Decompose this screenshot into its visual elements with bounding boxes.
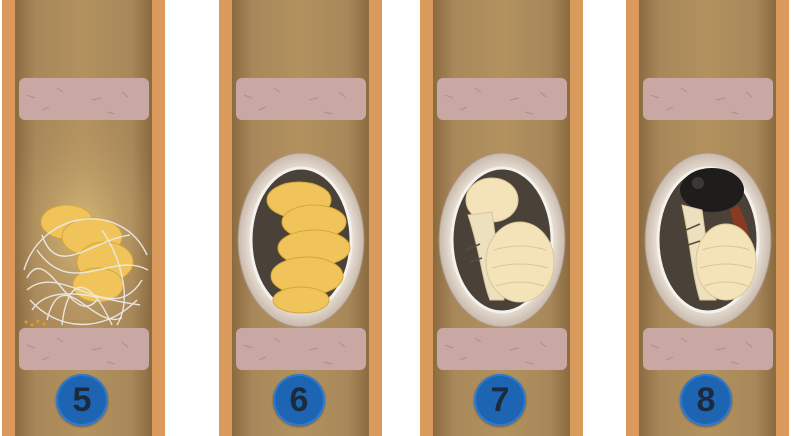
- nest-tube-7: [420, 0, 583, 436]
- nest-tube-5: [2, 0, 165, 436]
- nest-tube-8: [626, 0, 789, 436]
- stage-number-badge: 7: [474, 374, 526, 426]
- mud-partition-top: [19, 78, 149, 120]
- stage-number-badge: 8: [680, 374, 732, 426]
- mud-partition-bottom: [19, 328, 149, 370]
- stage-number-badge: 6: [273, 374, 325, 426]
- stage-panel-7: 7: [420, 0, 583, 436]
- stage-number-badge: 5: [56, 374, 108, 426]
- stage-panel-8: 8: [626, 0, 789, 436]
- stage-panel-5: 5: [2, 0, 165, 436]
- nest-tube-6: [219, 0, 382, 436]
- stage-panel-6: 6: [219, 0, 382, 436]
